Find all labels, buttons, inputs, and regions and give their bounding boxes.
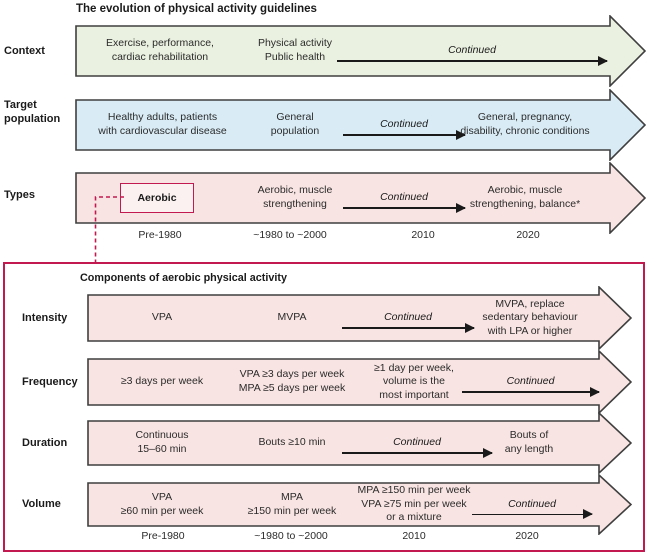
continued-arrow: Continued <box>343 91 466 163</box>
right-arrow-icon <box>342 323 475 332</box>
intensity-col1: VPA <box>151 311 173 324</box>
context-col1: Exercise, performance, cardiac rehabilit… <box>106 37 214 63</box>
types-col2: Aerobic, muscle strengthening <box>257 184 333 210</box>
row-label-types: Types <box>4 189 35 201</box>
frequency-col2: VPA ≥3 days per week MPA ≥5 days per wee… <box>238 368 346 394</box>
population-arrow: Healthy adults, patients with cardiovasc… <box>75 89 646 161</box>
population-col2: General population <box>270 111 320 137</box>
continued-label: Continued <box>448 44 496 57</box>
continued-label: Continued <box>384 311 432 324</box>
types-arrow: Aerobic Aerobic, muscle strengthening Co… <box>75 162 646 234</box>
row-label-context: Context <box>4 45 45 57</box>
continued-arrow: Continued <box>343 164 466 236</box>
aerobic-highlight-box: Aerobic <box>120 183 194 213</box>
volume-col2: MPA ≥150 min per week <box>247 490 337 517</box>
context-col2: Physical activity Public health <box>257 37 333 63</box>
frequency-col3: ≥1 day per week, volume is the most impo… <box>374 361 454 401</box>
population-col4: General, pregnancy, disability, chronic … <box>460 111 590 137</box>
right-arrow-icon <box>343 203 466 212</box>
population-col1: Healthy adults, patients with cardiovasc… <box>98 111 227 137</box>
duration-col4: Bouts of any length <box>504 429 554 455</box>
components-panel: Components of aerobic physical activity … <box>3 262 645 552</box>
timeline-top-1980-2000: ~1980 to ~2000 <box>253 229 327 241</box>
frequency-col1: ≥3 days per week <box>120 375 204 388</box>
duration-col2: Bouts ≥10 min <box>258 436 326 449</box>
intensity-arrow: VPA MVPA Continued MVPA, replace sedenta… <box>87 286 632 350</box>
frequency-arrow: ≥3 days per week VPA ≥3 days per week MP… <box>87 350 632 414</box>
right-arrow-icon <box>342 448 493 457</box>
continued-arrow: Continued <box>337 17 608 89</box>
volume-col3: MPA ≥150 min per week VPA ≥75 min per we… <box>357 484 471 524</box>
duration-arrow: Continuous 15–60 min Bouts ≥10 min Conti… <box>87 412 632 474</box>
right-arrow-icon <box>472 509 593 519</box>
continued-arrow: Continued <box>342 288 475 352</box>
timeline-bottom-pre1980: Pre-1980 <box>141 530 185 542</box>
row-label-target-population: Target population <box>4 99 61 126</box>
timeline-top-pre1980: Pre-1980 <box>138 229 182 241</box>
timeline-top-2020: 2020 <box>516 229 540 241</box>
continued-arrow: Continued <box>462 352 600 416</box>
timeline-bottom-1980-2000: ~1980 to ~2000 <box>254 530 328 542</box>
volume-arrow: VPA ≥60 min per week MPA ≥150 min per we… <box>87 474 632 535</box>
timeline-bottom-2020: 2020 <box>515 530 539 542</box>
volume-col1: VPA ≥60 min per week <box>120 490 204 517</box>
context-arrow: Exercise, performance, cardiac rehabilit… <box>75 15 646 87</box>
intensity-col4: MVPA, replace sedentary behaviour with L… <box>482 297 578 337</box>
figure-title: The evolution of physical activity guide… <box>76 3 317 15</box>
row-label-intensity: Intensity <box>22 312 68 324</box>
continued-label: Continued <box>508 497 556 510</box>
duration-col1: Continuous 15–60 min <box>135 429 189 455</box>
continued-arrow: Continued <box>342 414 493 476</box>
right-arrow-icon <box>343 130 466 139</box>
continued-label: Continued <box>380 118 428 131</box>
continued-arrow: Continued <box>472 476 593 537</box>
row-label-volume: Volume <box>22 498 61 510</box>
row-label-frequency: Frequency <box>22 376 78 388</box>
row-label-duration: Duration <box>22 437 68 449</box>
right-arrow-icon <box>337 56 608 65</box>
components-title: Components of aerobic physical activity <box>80 272 287 284</box>
right-arrow-icon <box>462 387 600 396</box>
continued-label: Continued <box>393 436 441 449</box>
intensity-col2: MVPA <box>277 311 307 324</box>
continued-label: Continued <box>506 375 555 388</box>
timeline-bottom-2010: 2010 <box>402 530 426 542</box>
timeline-top-2010: 2010 <box>411 229 435 241</box>
types-col4: Aerobic, muscle strengthening, balance* <box>469 184 581 210</box>
continued-label: Continued <box>380 191 428 204</box>
